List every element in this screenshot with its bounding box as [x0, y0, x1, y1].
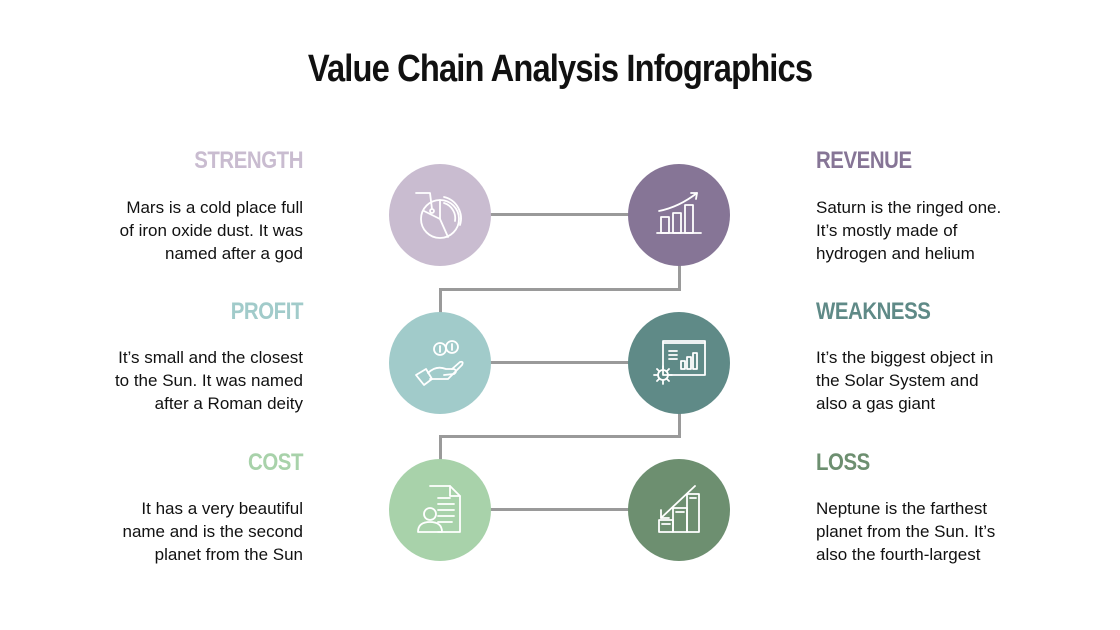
connector-row2	[490, 361, 630, 364]
page-title: Value Chain Analysis Infographics	[307, 48, 813, 90]
document-person-icon	[417, 485, 461, 533]
connector-across2	[439, 435, 681, 438]
revenue-heading: REVENUE	[816, 147, 912, 174]
loss-circle	[628, 459, 730, 561]
strength-circle	[389, 164, 491, 266]
presentation-gear-icon	[653, 340, 706, 385]
connector-down1	[678, 265, 681, 290]
profit-description: It’s small and the closest to the Sun. I…	[114, 348, 303, 413]
hand-coins-icon	[415, 340, 464, 386]
weakness-circle	[628, 312, 730, 414]
cost-description: It has a very beautiful name and is the …	[122, 499, 303, 564]
connector-across1	[439, 288, 681, 291]
pie-chart-icon	[415, 192, 462, 239]
connector-down2	[678, 413, 681, 437]
connector-up1	[439, 288, 442, 314]
profit-circle	[389, 312, 491, 414]
decline-chart-icon	[658, 485, 700, 533]
cost-circle	[389, 459, 491, 561]
revenue-circle	[628, 164, 730, 266]
strength-heading: STRENGTH	[194, 147, 303, 174]
loss-description: Neptune is the farthest planet from the …	[816, 499, 996, 564]
connector-row3	[490, 508, 630, 511]
cost-heading: COST	[248, 449, 303, 476]
weakness-heading: WEAKNESS	[816, 298, 931, 325]
growth-chart-icon	[656, 192, 702, 234]
strength-description: Mars is a cold place full of iron oxide …	[119, 198, 303, 263]
weakness-description: It’s the biggest object in the Solar Sys…	[816, 348, 994, 413]
loss-heading: LOSS	[816, 449, 870, 476]
profit-heading: PROFIT	[230, 298, 304, 325]
connector-row1	[490, 213, 630, 216]
revenue-description: Saturn is the ringed one. It’s mostly ma…	[816, 198, 1002, 263]
connector-up2	[439, 435, 442, 461]
